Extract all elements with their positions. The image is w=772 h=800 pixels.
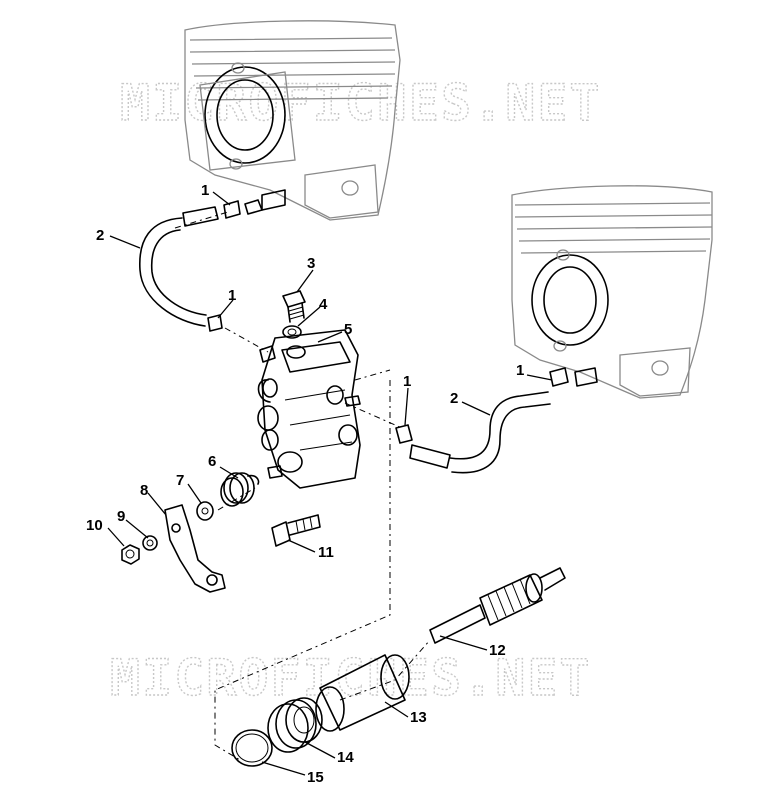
- banjo-bolt: [282, 290, 306, 323]
- engine-cylinder-right: [511, 185, 713, 399]
- callout-5: 5: [344, 321, 352, 338]
- callout-2-right-hose: 2: [450, 390, 458, 407]
- callout-13: 13: [410, 709, 427, 726]
- oil-hose-left: [139, 206, 219, 327]
- hose-clamp-upper-left: [223, 199, 263, 219]
- hose-clamp-right-lower: [395, 424, 413, 444]
- o-ring: [231, 729, 273, 767]
- callout-labels: 1 2 1 3 4 5 1 1 2 6 7 8 9 10 11 12 13 14…: [86, 182, 524, 786]
- watermark-bottom: MICROFICHES.NET: [110, 649, 592, 707]
- callout-14: 14: [337, 749, 354, 766]
- callout-8: 8: [140, 482, 148, 499]
- watermark-top: MICROFICHES.NET: [120, 74, 602, 132]
- callout-11: 11: [318, 544, 334, 561]
- callout-1-right-lower: 1: [403, 373, 411, 390]
- callout-12: 12: [489, 642, 506, 659]
- callout-1-middle-left: 1: [228, 287, 236, 304]
- callout-10: 10: [86, 517, 103, 534]
- callout-6: 6: [208, 453, 216, 470]
- lock-nut: [121, 544, 140, 565]
- oil-seal: [267, 697, 323, 753]
- plain-washer: [196, 501, 214, 521]
- callout-4: 4: [319, 296, 328, 313]
- hose-clamp-right-upper: [549, 367, 569, 387]
- drive-sleeve: [315, 654, 410, 732]
- callout-9: 9: [117, 508, 125, 525]
- oil-hose-right: [409, 391, 551, 474]
- callout-3: 3: [307, 255, 315, 272]
- callout-1-right-upper: 1: [516, 362, 524, 379]
- sealing-washer: [282, 325, 302, 339]
- pump-control-lever: [164, 504, 226, 593]
- callout-1-upper-left: 1: [201, 182, 209, 199]
- return-spring: [220, 472, 260, 507]
- callout-2-left-hose: 2: [96, 227, 104, 244]
- oil-pump-body: [257, 329, 361, 489]
- callout-15: 15: [307, 769, 324, 786]
- pump-drive-gear: [429, 567, 566, 644]
- mounting-bolt: [271, 514, 321, 547]
- leader-lines: [107, 191, 553, 776]
- hose-clamp-middle-left: [207, 314, 276, 363]
- callout-7: 7: [176, 472, 184, 489]
- engine-cylinder-left: [184, 20, 401, 221]
- lever-washer: [142, 535, 158, 551]
